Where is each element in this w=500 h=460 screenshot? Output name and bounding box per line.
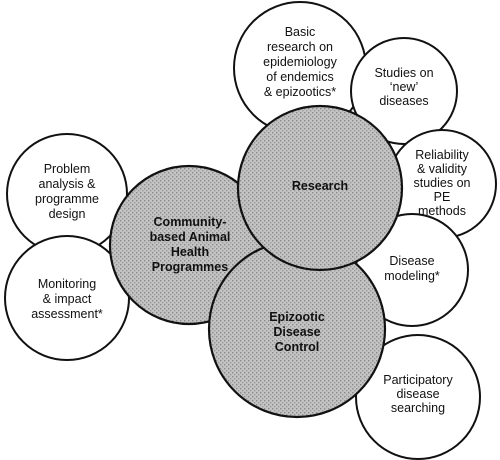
- participatory-searching-circle: [355, 334, 481, 460]
- participatory-searching-label-line-2: disease: [396, 387, 439, 401]
- monitoring-label-line-2: & impact: [43, 292, 92, 306]
- node-research: [236, 104, 404, 272]
- reliability-label-line-5: methods: [418, 204, 466, 218]
- basic-research-label-line-4: of endemics: [266, 70, 333, 84]
- reliability-label-line-2: & validity: [417, 162, 468, 176]
- participatory-searching-label-line-1: Participatory: [383, 373, 453, 387]
- problem-analysis-label-line-4: design: [49, 207, 86, 221]
- reliability-label-line-1: Reliability: [415, 148, 469, 162]
- participatory-searching-label-line-3: searching: [391, 401, 445, 415]
- basic-research-label-line-3: epidemiology: [263, 55, 337, 69]
- disease-modeling-label-line-1: Disease: [389, 254, 434, 268]
- research-label: Research: [292, 179, 348, 193]
- problem-analysis-label-line-2: analysis &: [39, 177, 97, 191]
- epizootic-label-line-2: Disease: [273, 325, 320, 339]
- community-label-line-1: Community-: [154, 215, 227, 229]
- new-diseases-label-line-1: Studies on: [374, 66, 433, 80]
- disease-modeling-label-line-2: modeling*: [384, 269, 440, 283]
- monitoring-label-line-3: assessment*: [31, 307, 103, 321]
- new-diseases-label: Studies on‘new’diseases: [374, 66, 433, 108]
- problem-analysis-label-line-3: programme: [35, 192, 99, 206]
- epizootic-label-line-3: Control: [275, 340, 319, 354]
- community-label-line-4: Programmes: [152, 260, 228, 274]
- problem-analysis-label-line-1: Problem: [44, 162, 91, 176]
- community-label-line-3: Health: [171, 245, 209, 259]
- new-diseases-label-line-2: ‘new’: [390, 80, 419, 94]
- research-label-line-1: Research: [292, 179, 348, 193]
- basic-research-label-line-5: & epizootics*: [264, 85, 336, 99]
- reliability-label-line-3: studies on: [414, 176, 471, 190]
- epizootic-label-line-1: Epizootic: [269, 310, 325, 324]
- new-diseases-circle: [350, 37, 458, 145]
- monitoring-label-line-1: Monitoring: [38, 277, 96, 291]
- reliability-label-line-4: PE: [434, 190, 451, 204]
- research-circle: [236, 104, 404, 272]
- community-label-line-2: based Animal: [150, 230, 231, 244]
- basic-research-label-line-2: research on: [267, 40, 333, 54]
- new-diseases-label-line-3: diseases: [379, 94, 428, 108]
- basic-research-label-line-1: Basic: [285, 25, 316, 39]
- node-new-diseases: Studies on‘new’diseases: [350, 37, 458, 145]
